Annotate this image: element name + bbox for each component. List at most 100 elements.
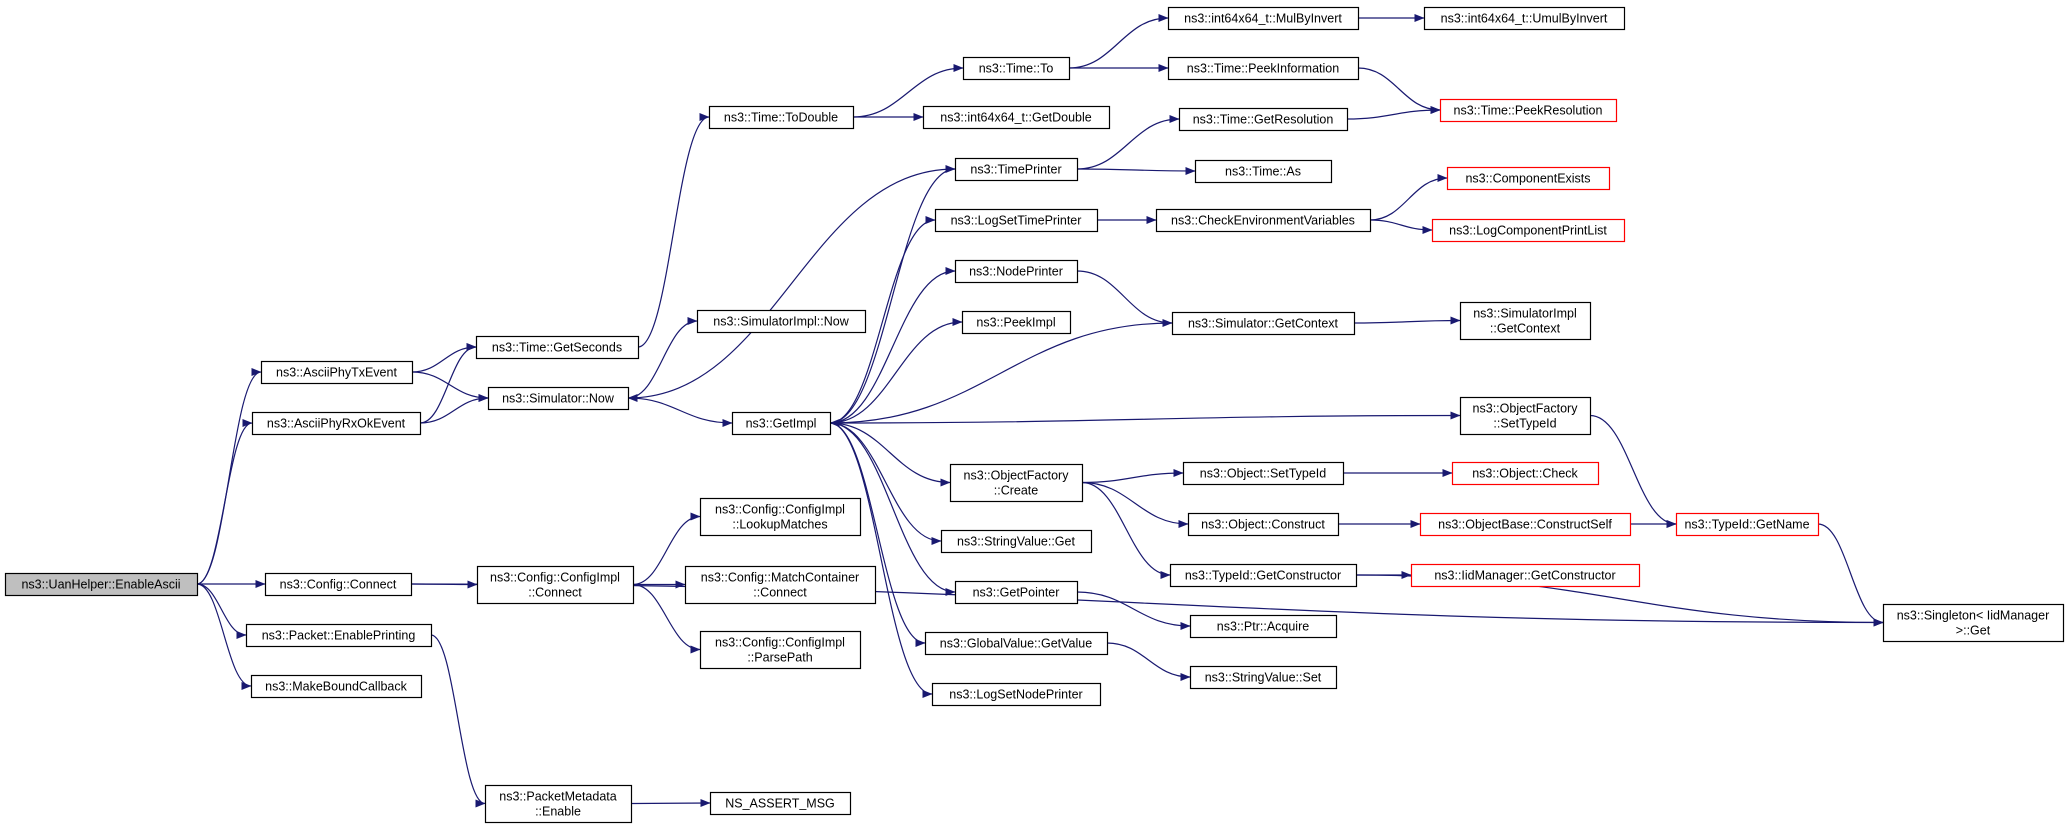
node-label: ns3::CheckEnvironmentVariables [1171, 214, 1355, 228]
node-ns3-packetmetadata-enable[interactable]: ns3::PacketMetadata::Enable [484, 784, 633, 824]
node-ns3-object-check[interactable]: ns3::Object::Check [1451, 461, 1600, 486]
edge-n19-to-n31 [1076, 166, 1196, 175]
node-ns3-config-configimpl-parsepath[interactable]: ns3::Config::ConfigImpl::ParsePath [699, 630, 862, 670]
node-ns3-componentexists[interactable]: ns3::ComponentExists [1446, 166, 1611, 191]
node-box [1423, 6, 1626, 31]
node-label: ns3::StringValue::Get [957, 535, 1075, 549]
node-ns3-checkenvironmentvariables[interactable]: ns3::CheckEnvironmentVariables [1155, 208, 1372, 233]
node-box [1171, 311, 1356, 336]
node-ns3-getimpl[interactable]: ns3::GetImpl [731, 411, 832, 436]
node-ns3-time-todouble[interactable]: ns3::Time::ToDouble [708, 105, 855, 130]
edge-n26-to-n38 [1106, 642, 1191, 681]
node-label: ns3::TypeId::GetName [1684, 518, 1809, 532]
node-box [1155, 208, 1372, 233]
node-label: ns3::ObjectBase::ConstructSelf [1438, 518, 1612, 532]
node-ns3-int64x64-t-umulbyinvert[interactable]: ns3::int64x64_t::UmulByInvert [1423, 6, 1626, 31]
node-ns3-simulator-getcontext[interactable]: ns3::Simulator::GetContext [1171, 311, 1356, 336]
node-ns3-config-connect[interactable]: ns3::Config::Connect [264, 572, 413, 597]
node-ns3-config-matchcontainer-connect[interactable]: ns3::Config::MatchContainer::Connect [684, 565, 877, 605]
node-box [1446, 166, 1611, 191]
edge-n23-to-n36 [1081, 481, 1171, 579]
edge-n0-to-n4 [196, 583, 247, 639]
node-ns3-config-configimpl-lookupmatches[interactable]: ns3::Config::ConfigImpl::LookupMatches [699, 497, 862, 537]
node-box [954, 580, 1079, 605]
node-ns3-stringvalue-set[interactable]: ns3::StringValue::Set [1189, 665, 1338, 690]
node-box [931, 682, 1102, 707]
node-box [961, 310, 1072, 335]
node-ns3-time-as[interactable]: ns3::Time::As [1194, 159, 1333, 184]
node-ns3-time-getseconds[interactable]: ns3::Time::GetSeconds [475, 335, 640, 360]
node-label: ns3::Time::GetResolution [1193, 113, 1334, 127]
node-box [1419, 512, 1632, 537]
node-ns3-objectfactory-settypeid[interactable]: ns3::ObjectFactory::SetTypeId [1459, 396, 1592, 436]
edge-n6-to-n10 [637, 113, 710, 348]
node-ns3-nodeprinter[interactable]: ns3::NodePrinter [954, 259, 1079, 284]
node-box [954, 157, 1079, 182]
node-label: ::Create [994, 484, 1039, 498]
node-ns3-packet-enableprinting[interactable]: ns3::Packet::EnablePrinting [245, 623, 433, 648]
node-ns3-config-configimpl-connect[interactable]: ns3::Config::ConfigImpl::Connect [476, 565, 635, 605]
node-box [709, 791, 852, 816]
node-box [1189, 614, 1338, 639]
node-ns3-object-settypeid[interactable]: ns3::Object::SetTypeId [1182, 461, 1345, 486]
node-ns3-simulatorimpl-now[interactable]: ns3::SimulatorImpl::Now [696, 309, 867, 334]
node-ns3-objectfactory-create[interactable]: ns3::ObjectFactory::Create [949, 463, 1084, 503]
node-ns3-globalvalue-getvalue[interactable]: ns3::GlobalValue::GetValue [924, 631, 1109, 656]
node-ns3-logsetnodeprinter[interactable]: ns3::LogSetNodePrinter [931, 682, 1102, 707]
node-label: ns3::StringValue::Set [1205, 671, 1322, 685]
node-ns3-stringvalue-get[interactable]: ns3::StringValue::Get [940, 529, 1093, 554]
node-ns3-peekimpl[interactable]: ns3::PeekImpl [961, 310, 1072, 335]
node-box [250, 674, 423, 699]
node-ns3-object-construct[interactable]: ns3::Object::Construct [1187, 512, 1340, 537]
node-label: ns3::PacketMetadata [499, 790, 616, 804]
node-ns3-timeprinter[interactable]: ns3::TimePrinter [954, 157, 1079, 182]
node-ns3-simulator-now[interactable]: ns3::Simulator::Now [487, 386, 630, 411]
edge-n25-to-n37 [1076, 591, 1191, 630]
node-ns3-asciiphyrxokevent[interactable]: ns3::AsciiPhyRxOkEvent [251, 411, 422, 436]
node-ns3-singleton-iidmanager-get[interactable]: ns3::Singleton< IidManager>::Get [1882, 603, 2065, 643]
node-label: ::Connect [753, 586, 807, 600]
node-ns3-typeid-getname[interactable]: ns3::TypeId::GetName [1675, 512, 1820, 537]
node-ns3-time-peekresolution[interactable]: ns3::Time::PeekResolution [1439, 98, 1618, 123]
edge-n17-to-n28 [1068, 14, 1169, 69]
node-box [1189, 665, 1338, 690]
node-box [934, 208, 1099, 233]
node-ns3-time-getresolution[interactable]: ns3::Time::GetResolution [1178, 107, 1349, 132]
node-ns-assert-msg[interactable]: NS_ASSERT_MSG [709, 791, 852, 816]
node-ns3-logsettimeprinter[interactable]: ns3::LogSetTimePrinter [934, 208, 1099, 233]
node-ns3-uanhelper-enableascii[interactable]: ns3::UanHelper::EnableAscii [4, 572, 199, 597]
node-ns3-logcomponentprintlist[interactable]: ns3::LogComponentPrintList [1431, 218, 1626, 243]
edge-n0-to-n5 [196, 583, 252, 690]
edge-n2-to-n6 [419, 343, 477, 424]
node-label: ns3::Config::MatchContainer [701, 571, 859, 585]
edge-n32-to-n41 [1369, 174, 1448, 221]
node-ns3-time-to[interactable]: ns3::Time::To [962, 56, 1071, 81]
edge-n48-to-n49 [1817, 523, 1884, 627]
node-label: ns3::ObjectFactory [1473, 402, 1579, 416]
node-box [1169, 563, 1358, 588]
node-ns3-time-peekinformation[interactable]: ns3::Time::PeekInformation [1167, 56, 1360, 81]
edge-n1-to-n7 [411, 371, 489, 402]
edge-n12-to-n21 [829, 267, 956, 424]
node-box [251, 411, 422, 436]
node-ns3-makeboundcallback[interactable]: ns3::MakeBoundCallback [250, 674, 423, 699]
node-box [245, 623, 433, 648]
node-ns3-int64x64-t-getdouble[interactable]: ns3::int64x64_t::GetDouble [922, 105, 1111, 130]
node-label: ns3::Config::Connect [280, 578, 397, 592]
edge-n33-to-n43 [1353, 316, 1461, 325]
node-ns3-typeid-getconstructor[interactable]: ns3::TypeId::GetConstructor [1169, 563, 1358, 588]
node-label: ns3::IidManager::GetConstructor [1434, 569, 1615, 583]
node-ns3-getpointer[interactable]: ns3::GetPointer [954, 580, 1079, 605]
node-ns3-int64x64-t-mulbyinvert[interactable]: ns3::int64x64_t::MulByInvert [1167, 6, 1360, 31]
node-label: ::GetContext [1490, 322, 1561, 336]
node-ns3-asciiphytxevent[interactable]: ns3::AsciiPhyTxEvent [260, 360, 414, 385]
node-ns3-objectbase-constructself[interactable]: ns3::ObjectBase::ConstructSelf [1419, 512, 1632, 537]
node-label: ::SetTypeId [1493, 417, 1556, 431]
node-label: ns3::GetPointer [973, 586, 1060, 600]
node-ns3-ptr-acquire[interactable]: ns3::Ptr::Acquire [1189, 614, 1338, 639]
node-ns3-iidmanager-getconstructor[interactable]: ns3::IidManager::GetConstructor [1410, 563, 1641, 588]
node-box [484, 784, 633, 824]
node-label: ns3::LogSetTimePrinter [951, 214, 1082, 228]
node-ns3-simulatorimpl-getcontext[interactable]: ns3::SimulatorImpl::GetContext [1459, 301, 1592, 341]
